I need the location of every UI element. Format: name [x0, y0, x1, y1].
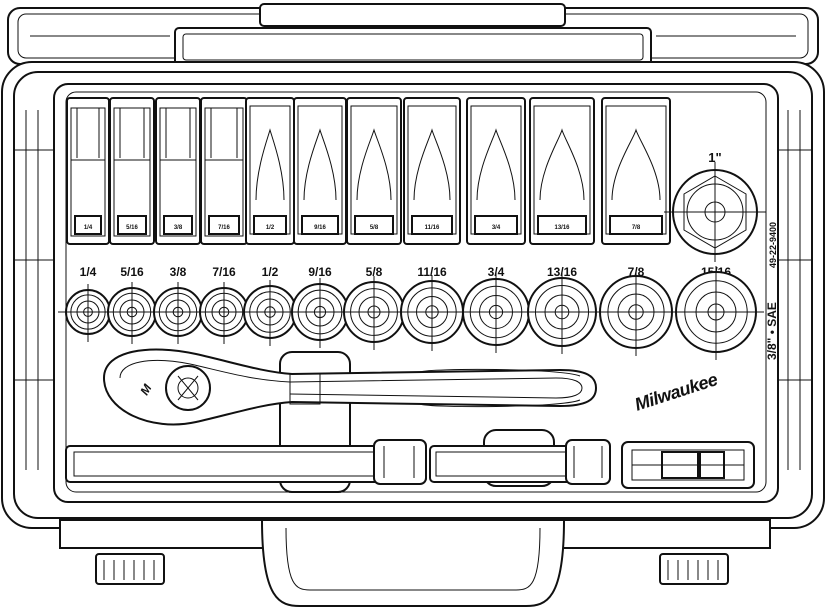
- socket-size-label: 9/16: [308, 265, 332, 279]
- socket-size-label: 1/4: [80, 265, 97, 279]
- deep-socket-stamp: 5/16: [126, 225, 138, 231]
- deep-socket-1-2: 1/2: [245, 97, 295, 245]
- deep-socket-11-16: 11/16: [403, 97, 461, 245]
- deep-socket-stamp: 1/2: [266, 225, 275, 231]
- deep-socket-7-8: 7/8: [601, 97, 671, 245]
- deep-socket-stamp: 13/16: [554, 225, 570, 231]
- case-handle: [59, 519, 771, 607]
- deep-socket-5-16: 5/16: [109, 97, 155, 245]
- deep-socket-stamp: 3/8: [174, 225, 183, 231]
- deep-socket-stamp: 7/16: [218, 225, 230, 231]
- socket-size-label: 3/8: [170, 265, 187, 279]
- shallow-socket-15-16: [668, 266, 764, 360]
- deep-socket-stamp: 11/16: [425, 225, 440, 231]
- deep-socket-stamp: 5/8: [370, 225, 379, 231]
- shallow-socket-row: [58, 266, 764, 360]
- socket-size-label: 11/16: [417, 265, 447, 279]
- long-extension: [65, 439, 427, 485]
- deep-socket-1-4: 1/4: [66, 97, 110, 245]
- deep-socket-stamp: 7/8: [632, 225, 641, 231]
- short-extension: [429, 429, 611, 487]
- socket-size-label: 5/8: [366, 265, 383, 279]
- deep-socket-7-16: 7/16: [200, 97, 248, 245]
- socket-size-label: 7/16: [212, 265, 236, 279]
- deep-socket-stamp: 3/4: [492, 225, 501, 231]
- large-socket-label: 1": [708, 150, 721, 165]
- shallow-socket-7-8: [592, 270, 680, 356]
- socket-adapter: [621, 441, 755, 489]
- deep-socket-9-16: 9/16: [293, 97, 347, 245]
- part-number-label: 49-22-9400: [768, 222, 778, 268]
- socket-size-label: 1/2: [262, 265, 279, 279]
- deep-socket-row: 1/4 5/16 3/8 7/16 1/2 9/16 5/8 11/16 3/4 13/16 7/8: [66, 97, 671, 245]
- deep-socket-3-8: 3/8: [155, 97, 201, 245]
- deep-socket-5-8: 5/8: [346, 97, 402, 245]
- socket-size-label: 3/4: [488, 265, 505, 279]
- large-socket-1in: 1": [664, 150, 766, 262]
- side-label: 3/8" • SAE 49-22-9400: [765, 222, 779, 360]
- deep-socket-13-16: 13/16: [529, 97, 595, 245]
- drive-size-label: 3/8" • SAE: [765, 302, 779, 360]
- socket-size-label: 5/16: [120, 265, 144, 279]
- shallow-socket-5-8: [336, 276, 412, 350]
- deep-socket-stamp: 9/16: [314, 225, 326, 231]
- deep-socket-3-4: 3/4: [466, 97, 526, 245]
- case-lid: [7, 3, 819, 67]
- deep-socket-stamp: 1/4: [84, 225, 93, 231]
